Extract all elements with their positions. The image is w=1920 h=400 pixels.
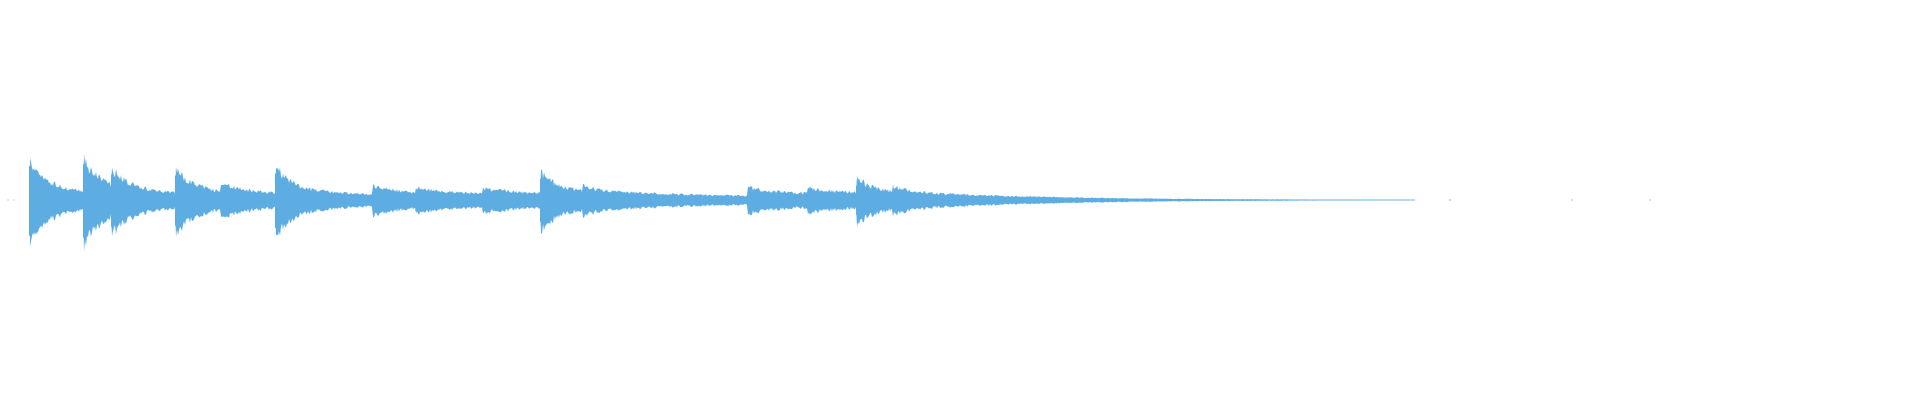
waveform-dot-1	[13, 199, 15, 201]
waveform-body[interactable]	[30, 153, 1415, 252]
waveform-dot-0	[7, 199, 9, 201]
waveform-dot-4	[1649, 199, 1651, 201]
waveform-dot-3	[1571, 199, 1573, 201]
waveform-dot-2	[1449, 199, 1451, 201]
